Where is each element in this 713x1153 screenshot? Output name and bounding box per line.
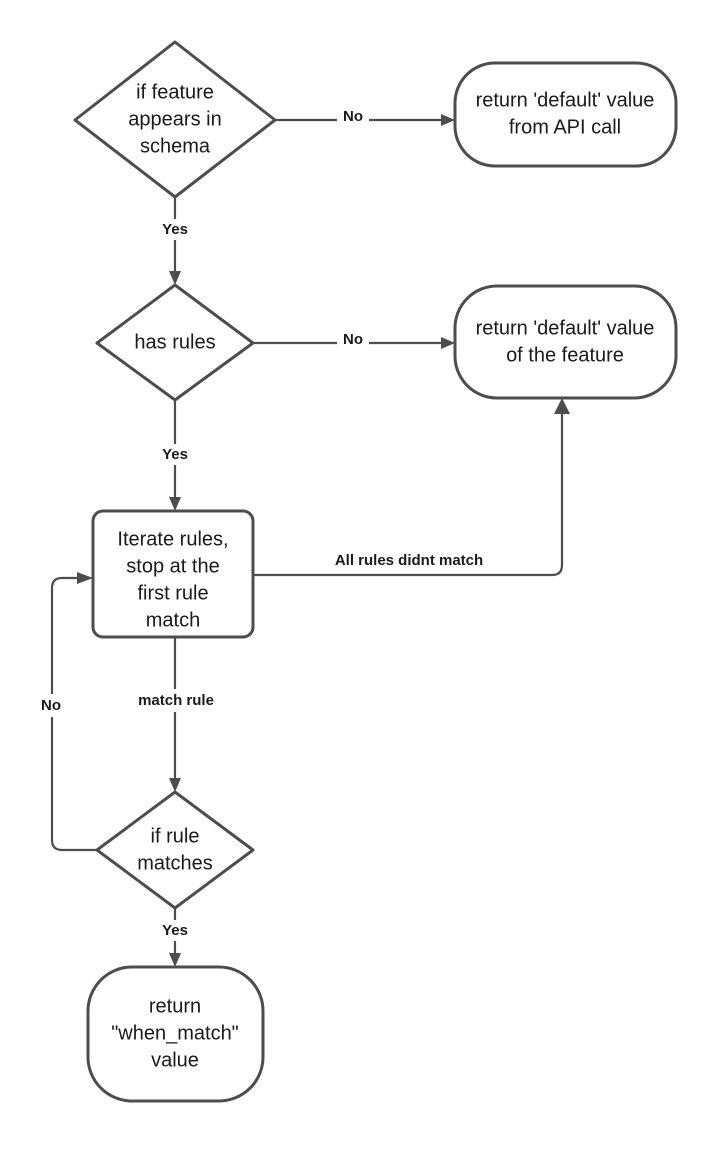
edge-label-bg-rule-no <box>34 694 70 717</box>
edge-label-has-rules-yes: Yes <box>162 446 188 463</box>
edge-has-rules-yes: Yes <box>156 400 194 511</box>
return-feature-default-line2: of the feature <box>506 344 624 366</box>
edge-label-has-rules-no: No <box>343 331 363 348</box>
arrow-head-has-rules-no <box>441 337 455 349</box>
decision-schema-line3: schema <box>140 135 211 157</box>
edge-all-rules-didnt-match: All rules didnt match <box>253 398 570 577</box>
decision-rule-matches-diamond[interactable] <box>95 790 255 910</box>
node-iterate-rules[interactable]: Iterate rules, stop at the first rule ma… <box>91 509 255 639</box>
edge-line-all-rules-didnt-match <box>253 412 564 577</box>
edge-schema-no: No <box>275 106 455 127</box>
edge-match-rule: match rule <box>121 637 231 792</box>
node-decision-has-rules[interactable]: has rules <box>95 283 255 402</box>
edge-schema-yes: Yes <box>156 197 194 285</box>
edge-label-bg-match-rule <box>121 689 231 712</box>
arrow-head-has-rules-yes <box>169 497 181 511</box>
decision-schema-line2: appears in <box>128 108 221 130</box>
return-when-match-line1: return <box>149 995 201 1017</box>
edge-label-bg-rule-yes <box>156 920 194 941</box>
return-api-default-line2: from API call <box>509 116 621 138</box>
edge-label-bg-has-rules-no <box>337 329 369 350</box>
edge-label-match-rule: match rule <box>138 692 214 709</box>
node-return-api-default[interactable]: return 'default' value from API call <box>453 61 678 168</box>
arrow-head-match-rule <box>169 778 181 792</box>
arrow-head-rule-yes <box>169 953 181 967</box>
decision-has-rules-line1: has rules <box>134 331 215 353</box>
edge-label-schema-no: No <box>343 108 363 125</box>
arrow-head-schema-yes <box>169 271 181 285</box>
edge-has-rules-no: No <box>253 329 455 350</box>
decision-schema-line1: if feature <box>136 81 214 103</box>
edge-label-bg-has-rules-yes <box>156 444 194 465</box>
arrow-head-schema-no <box>441 114 455 126</box>
arrow-head-all-rules-didnt-match <box>554 398 570 414</box>
return-api-default-line1: return 'default' value <box>476 89 655 111</box>
edge-label-schema-yes: Yes <box>162 221 188 238</box>
node-return-when-match[interactable]: return "when_match" value <box>86 965 265 1103</box>
return-feature-default-line1: return 'default' value <box>476 317 655 339</box>
decision-rule-matches-line1: if rule <box>151 825 200 847</box>
edge-label-bg-all-rules <box>318 549 500 572</box>
edge-label-rule-no: No <box>41 697 61 714</box>
iterate-rules-line4: match <box>146 609 200 631</box>
return-when-match-line2: "when_match" <box>111 1022 239 1044</box>
iterate-rules-line1: Iterate rules, <box>117 528 228 550</box>
edge-label-bg-schema-yes <box>156 219 194 240</box>
iterate-rules-shape[interactable] <box>91 509 255 639</box>
arrow-head-rule-no-loop <box>77 572 93 584</box>
decision-schema-diamond[interactable] <box>73 40 277 199</box>
node-return-feature-default[interactable]: return 'default' value of the feature <box>453 284 678 400</box>
edge-label-rule-yes: Yes <box>162 922 188 939</box>
iterate-rules-line3: first rule <box>137 582 208 604</box>
return-api-default-shape[interactable] <box>453 61 678 168</box>
edge-label-all-rules-didnt-match: All rules didnt match <box>335 552 483 569</box>
iterate-rules-line2: stop at the <box>126 555 219 577</box>
node-decision-schema[interactable]: if feature appears in schema <box>73 40 277 199</box>
node-decision-rule-matches[interactable]: if rule matches <box>95 790 255 910</box>
edge-rule-yes: Yes <box>156 908 194 967</box>
return-when-match-shape[interactable] <box>86 965 265 1103</box>
decision-has-rules-diamond[interactable] <box>95 283 255 402</box>
edge-rule-no-loop: No <box>34 572 97 852</box>
return-when-match-line3: value <box>151 1049 199 1071</box>
decision-rule-matches-line2: matches <box>137 852 213 874</box>
return-feature-default-shape[interactable] <box>453 284 678 400</box>
edge-label-bg-schema-no <box>337 106 369 127</box>
